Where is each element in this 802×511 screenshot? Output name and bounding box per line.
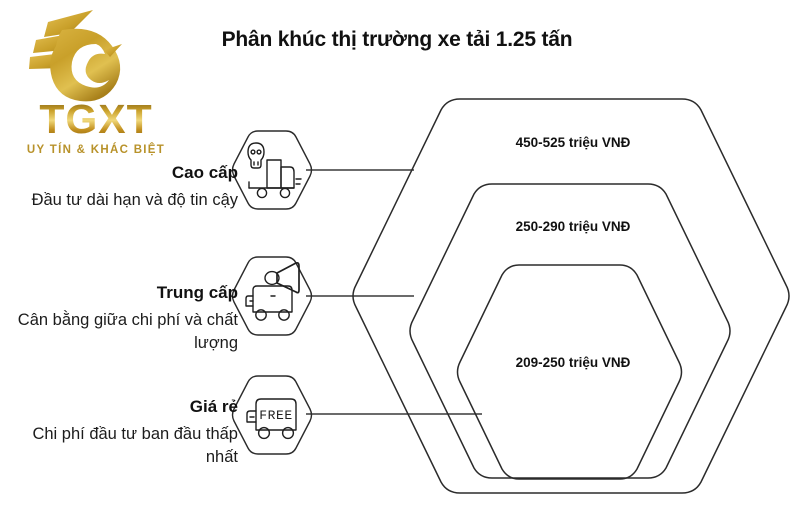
tier-text-block-1: Trung cấp Cân bằng giữa chi phí và chất … xyxy=(2,282,238,354)
tier-description-2: Chi phí đầu tư ban đầu thấp nhất xyxy=(32,425,238,466)
eagle-head-wing-logo xyxy=(29,10,122,102)
truck-free-icon: FREE xyxy=(246,398,297,440)
icon-frame-tier-0 xyxy=(231,130,313,210)
price-label-outer: 450-525 triệu VNĐ xyxy=(515,135,631,150)
tier-text-block-2: Giá rẻ Chi phí đầu tư ban đầu thấp nhất xyxy=(2,396,238,468)
tier-label-0: Cao cấp xyxy=(171,163,238,182)
price-label-inner: 209-250 triệu VNĐ xyxy=(515,355,631,370)
tier-label-1: Trung cấp xyxy=(156,283,238,302)
price-label-middle: 250-290 triệu VNĐ xyxy=(515,219,631,234)
brand-logo-block: TGXT UY TÍN & KHÁC BIỆT xyxy=(6,6,186,161)
page-title: Phân khúc thị trường xe tải 1.25 tấn xyxy=(221,28,573,51)
tier-label-2: Giá rẻ xyxy=(189,397,238,416)
free-badge-text: FREE xyxy=(259,408,293,423)
truck-megaphone-icon xyxy=(245,261,300,321)
icon-hexagon-tier-1[interactable] xyxy=(231,256,313,336)
icon-hexagon-tier-0[interactable] xyxy=(231,130,313,210)
tier-description-0: Đầu tư dài hạn và độ tin cậy xyxy=(31,191,238,210)
brand-tagline: UY TÍN & KHÁC BIỆT xyxy=(26,144,166,156)
tier-description-1: Cân bằng giữa chi phí và chất lượng xyxy=(17,311,238,352)
tier-text-block-0: Cao cấp Đầu tư dài hạn và độ tin cậy xyxy=(2,162,238,212)
icon-hexagon-tier-2[interactable]: FREE xyxy=(231,375,313,455)
hexagon-outer xyxy=(352,98,790,494)
hexagon-inner xyxy=(456,264,683,480)
brand-wordmark: TGXT xyxy=(6,99,186,140)
truck-skull-icon xyxy=(247,142,302,199)
icon-frame-tier-2 xyxy=(231,375,313,455)
hexagon-middle xyxy=(409,183,731,479)
